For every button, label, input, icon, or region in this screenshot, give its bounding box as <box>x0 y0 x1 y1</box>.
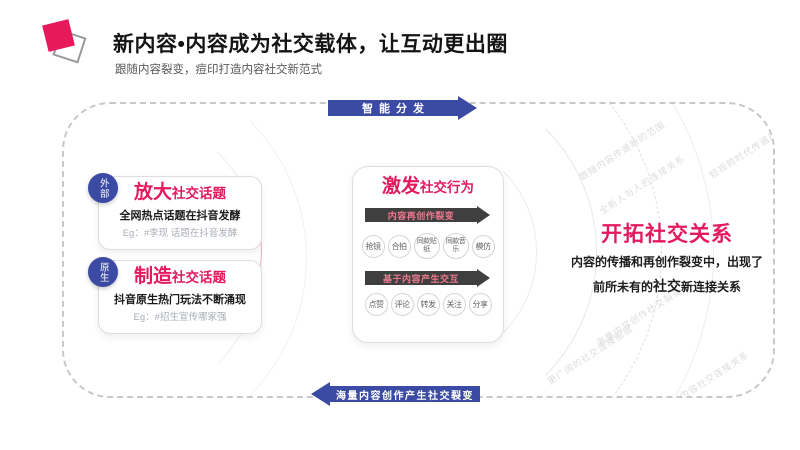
badge-external-label: 外部 <box>97 177 109 199</box>
topic-box-create: 原生 制造社交话题 抖音原生热门玩法不断涌现 Eg：#招生宣传哪家强 <box>88 257 262 334</box>
topic-box-amplify: 外部 放大社交话题 全网热点话题在抖音发酵 Eg：#李现 话题在抖音发酵 <box>88 173 262 250</box>
recreation-arrow: 内容再创作裂变 <box>365 206 490 224</box>
recreation-pills: 抢镜 合拍 同款贴纸 同款音乐 模仿 <box>361 233 495 259</box>
result-line2-emphasis: 社交 <box>653 278 681 294</box>
slide-logo <box>42 19 92 68</box>
pill-imitate: 模仿 <box>471 234 495 258</box>
behavior-title-big: 激发 <box>381 176 420 197</box>
pill-like: 点赞 <box>364 293 388 316</box>
result-line2-post: 新连接关系 <box>681 280 742 294</box>
behavior-box-title: 激发社交行为 <box>382 177 474 196</box>
pill-comment: 评论 <box>390 293 414 316</box>
pill-share: 分享 <box>468 293 492 316</box>
content-fission-arrow: 海量内容创作产生社交裂变 <box>311 382 480 406</box>
topic-box-example: Eg：#李现 话题在抖音发酵 <box>122 227 238 239</box>
result-line2-pre: 前所未有的 <box>592 280 653 294</box>
result-line2: 前所未有的社交新连接关系 <box>560 276 774 297</box>
pill-same-sticker: 同款贴纸 <box>413 233 440 259</box>
pill-repost: 转发 <box>416 293 440 316</box>
result-title: 开拓社交关系 <box>601 223 733 246</box>
topic-title-small: 社交话题 <box>172 186 226 201</box>
watermark-text: 短视频时代传遍朋友圈 <box>707 117 773 181</box>
behavior-box: 激发社交行为 内容再创作裂变 抢镜 合拍 同款贴纸 同款音乐 模仿 基于内容产生… <box>352 166 504 343</box>
result-block: 开拓社交关系 内容的传播和再创作裂变中，出现了 前所未有的社交新连接关系 <box>560 218 774 297</box>
diagram-container: 跟随内容传递新的范围 短视频时代传遍朋友圈 全新人与人的连接关系 海量内容创作社… <box>62 102 775 398</box>
topic-box-example: Eg：#招生宣传哪家强 <box>133 311 227 323</box>
topic-box-title: 放大社交话题 <box>99 182 261 204</box>
badge-native-label: 原生 <box>97 261 109 283</box>
pill-qiangjing: 抢镜 <box>361 234 385 258</box>
pill-hepai: 合拍 <box>387 234 411 258</box>
pill-same-music: 同款音乐 <box>442 233 469 259</box>
behavior-title-small: 社交行为 <box>420 180 474 195</box>
topic-title-big: 制造 <box>133 266 172 287</box>
badge-external: 外部 <box>88 173 118 203</box>
topic-box-line: 全网热点话题在抖音发酵 <box>119 209 241 222</box>
pill-follow: 关注 <box>442 293 466 316</box>
interaction-pills: 点赞 评论 转发 关注 分享 <box>364 293 492 316</box>
page-subtitle: 跟随内容裂变，痘印打造内容社交新范式 <box>115 64 322 76</box>
topic-box-line: 抖音原生热门玩法不断涌现 <box>114 293 246 306</box>
ripple-arc <box>130 104 714 396</box>
result-line1: 内容的传播和再创作裂变中，出现了 <box>570 255 763 269</box>
diagram-background: 跟随内容传递新的范围 短视频时代传遍朋友圈 全新人与人的连接关系 海量内容创作社… <box>64 104 773 396</box>
badge-native: 原生 <box>88 257 118 287</box>
interaction-arrow: 基于内容产生交互 <box>365 269 490 287</box>
page-title: 新内容•内容成为社交载体，让互动更出圈 <box>113 33 508 56</box>
topic-box-title: 制造社交话题 <box>99 266 261 288</box>
topic-title-small: 社交话题 <box>172 270 226 285</box>
topic-title-big: 放大 <box>133 182 172 203</box>
smart-distribution-arrow: 智能分发 <box>328 96 477 120</box>
